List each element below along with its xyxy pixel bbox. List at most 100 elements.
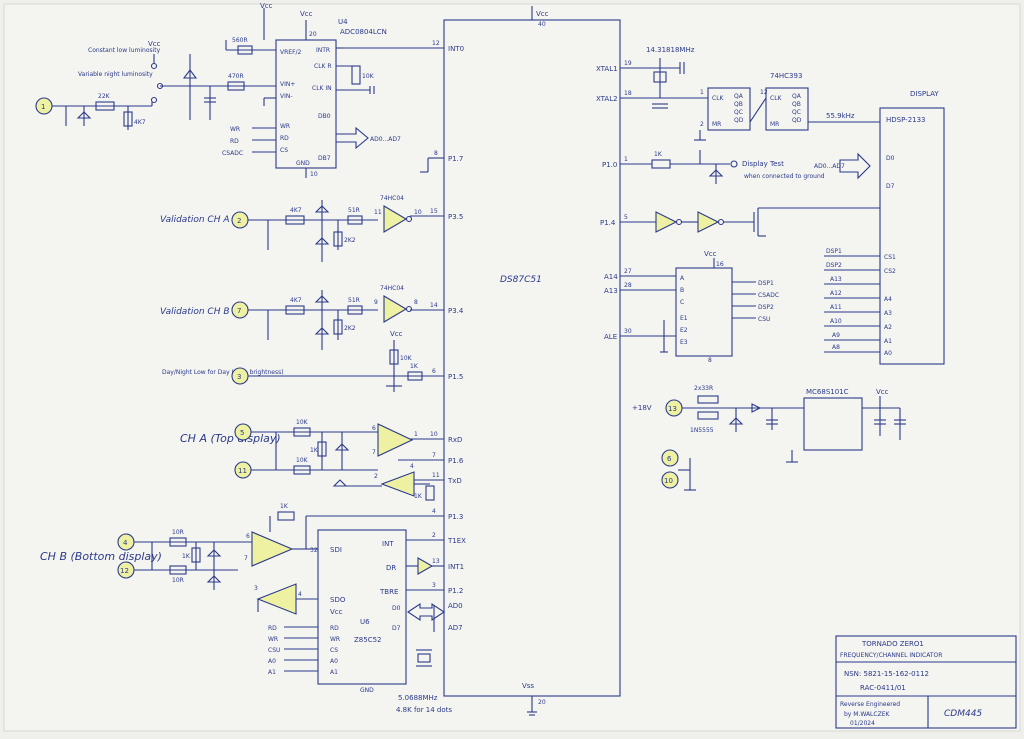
pin-p14: P1.4 <box>600 219 616 227</box>
counter-freq: 55.9kHz <box>826 112 855 120</box>
svg-text:A2: A2 <box>884 324 892 331</box>
svg-text:DSP2: DSP2 <box>826 262 842 269</box>
pin-p10: P1.0 <box>602 161 617 169</box>
svg-text:TBRE: TBRE <box>379 588 398 596</box>
svg-text:D0: D0 <box>392 605 401 612</box>
svg-text:+18V: +18V <box>632 404 652 412</box>
svg-text:DR: DR <box>386 564 396 572</box>
svg-text:DSP2: DSP2 <box>758 304 774 311</box>
display-test: 1K Display Test when connected to ground <box>651 150 825 184</box>
pin-p35: P3.5 <box>448 213 463 221</box>
power-supply: +18V 13 2x33R 1N5555 MC68S101C Vcc 6 10 <box>632 385 906 491</box>
regulator-label: MC68S101C <box>806 388 849 396</box>
svg-text:D7: D7 <box>886 183 895 190</box>
svg-text:VIN-: VIN- <box>280 93 293 100</box>
svg-text:CH A (Top display): CH A (Top display) <box>180 432 281 445</box>
svg-text:4: 4 <box>432 508 436 515</box>
svg-text:1: 1 <box>414 431 418 438</box>
svg-text:MR: MR <box>770 121 779 128</box>
svg-text:3: 3 <box>254 585 258 592</box>
svg-text:DISPLAY: DISPLAY <box>910 90 939 98</box>
connector-6 <box>661 449 679 467</box>
svg-text:7: 7 <box>432 452 436 459</box>
svg-text:8: 8 <box>708 357 712 364</box>
pin-ad7: AD7 <box>448 624 463 632</box>
svg-text:QA: QA <box>792 93 802 100</box>
mcu-pin20: 20 <box>538 699 546 706</box>
day-night-input: Day/Night Low for Day (High brightness) … <box>162 330 423 392</box>
svg-text:RD: RD <box>330 625 339 632</box>
svg-text:10K: 10K <box>296 457 309 464</box>
svg-text:VIN+: VIN+ <box>280 81 295 88</box>
pin-p16: P1.6 <box>448 457 464 465</box>
svg-text:4K7: 4K7 <box>134 119 146 126</box>
svg-text:13: 13 <box>432 558 440 565</box>
svg-text:Vcc: Vcc <box>330 608 343 616</box>
pin-ad0: AD0 <box>448 602 463 610</box>
pin-xtal2: XTAL2 <box>596 95 618 103</box>
svg-text:D7: D7 <box>392 625 401 632</box>
svg-text:Vcc: Vcc <box>300 10 313 18</box>
pin-txd: TxD <box>447 477 462 485</box>
cha-input: CH A (Top display) 5 11 10K 10K 1K 6 7 1… <box>180 419 435 501</box>
svg-text:1K: 1K <box>654 151 663 158</box>
svg-text:51R: 51R <box>348 297 360 304</box>
svg-text:Vcc: Vcc <box>876 388 889 396</box>
svg-text:9: 9 <box>374 299 378 306</box>
svg-text:CS1: CS1 <box>884 254 896 261</box>
svg-text:74HC393: 74HC393 <box>770 72 802 80</box>
svg-text:14.31818MHz: 14.31818MHz <box>646 46 695 54</box>
svg-text:Vcc: Vcc <box>260 2 273 10</box>
crystal-counter: 14.31818MHz CLK MR QA QB QC QD 1 2 74HC3… <box>646 46 880 141</box>
svg-text:3: 3 <box>237 373 241 381</box>
svg-text:51R: 51R <box>348 207 360 214</box>
svg-text:1K: 1K <box>414 493 423 500</box>
svg-text:560R: 560R <box>232 37 248 44</box>
svg-text:CLK: CLK <box>770 95 783 102</box>
svg-text:1K: 1K <box>310 447 319 454</box>
display-chip: HDSP-2133 <box>886 116 926 124</box>
svg-text:CSU: CSU <box>268 647 280 654</box>
svg-text:8: 8 <box>414 299 418 306</box>
svg-text:2: 2 <box>374 473 378 480</box>
svg-text:QB: QB <box>734 101 743 108</box>
svg-text:Variable night luminosity: Variable night luminosity <box>78 71 153 78</box>
svg-text:10: 10 <box>310 171 318 178</box>
svg-text:Vcc: Vcc <box>704 250 717 258</box>
pin-p15: P1.5 <box>448 373 463 381</box>
svg-text:A3: A3 <box>884 310 892 317</box>
svg-text:6: 6 <box>667 455 672 463</box>
svg-text:VREF/2: VREF/2 <box>280 49 302 56</box>
svg-text:10: 10 <box>664 477 673 485</box>
svg-text:5: 5 <box>624 214 628 221</box>
mcu-right-pins: 19 XTAL1 18 XTAL2 1 P1.0 5 P1.4 27 A14 2… <box>596 60 708 341</box>
svg-text:B: B <box>680 287 684 294</box>
svg-text:A0: A0 <box>884 350 892 357</box>
svg-text:1: 1 <box>624 156 628 163</box>
svg-text:CSU: CSU <box>758 316 770 323</box>
svg-text:CLK: CLK <box>712 95 725 102</box>
svg-text:6: 6 <box>372 425 376 432</box>
p14-buffer <box>655 207 880 237</box>
svg-text:RD: RD <box>280 135 289 142</box>
svg-text:1: 1 <box>700 89 704 96</box>
svg-text:10: 10 <box>430 431 438 438</box>
pin-int1: INT1 <box>448 563 464 571</box>
pin-t1ex: T1EX <box>447 537 466 545</box>
title-line3: NSN: 5821-15-162-0112 <box>844 670 929 678</box>
svg-text:74HC04: 74HC04 <box>380 195 404 202</box>
adc-label: ADC0804LCN <box>340 28 387 36</box>
svg-text:QC: QC <box>792 109 801 116</box>
svg-text:QB: QB <box>792 101 801 108</box>
svg-text:15: 15 <box>430 208 438 215</box>
svg-text:30: 30 <box>624 328 632 335</box>
svg-text:1: 1 <box>41 103 45 111</box>
svg-text:CSADC: CSADC <box>222 150 243 157</box>
pin-xtal1: XTAL1 <box>596 65 618 73</box>
svg-text:E2: E2 <box>680 327 688 334</box>
svg-text:12: 12 <box>120 567 129 575</box>
svg-text:10R: 10R <box>172 577 184 584</box>
svg-text:5: 5 <box>240 429 244 437</box>
uart-label: Z85C52 <box>354 636 382 644</box>
svg-text:by M.WALCZEK: by M.WALCZEK <box>844 711 890 718</box>
